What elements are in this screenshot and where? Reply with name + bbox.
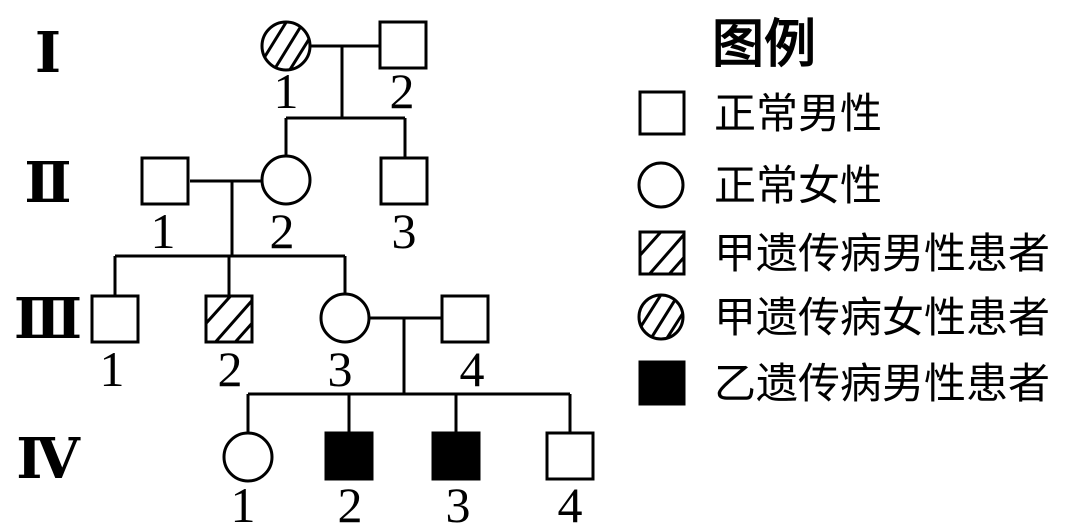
- generation-label-4: Ⅳ: [16, 429, 81, 491]
- individual-number-IV-2: 2: [338, 477, 363, 530]
- individual-number-II-2: 2: [270, 203, 295, 259]
- individual-II-2: [260, 154, 312, 206]
- legend-disease-a-female-icon: [637, 293, 685, 341]
- individual-number-IV-3: 3: [446, 477, 471, 530]
- legend-normal-male-icon: [638, 90, 686, 136]
- legend-disease-a-male-icon: [638, 230, 686, 276]
- legend-label-disease-b-male: 乙遗传病男性患者: [714, 359, 1050, 408]
- legend: 正常男性 正常女性 甲遗传病男性患者 甲遗传病女性患者 乙遗传病男性患者: [637, 89, 1050, 408]
- individual-III-3: [319, 292, 371, 344]
- individual-number-III-2: 2: [218, 341, 243, 397]
- legend-disease-b-male-icon: [638, 360, 686, 406]
- individual-number-I-2: 2: [390, 63, 415, 119]
- individual-IV-1: [222, 431, 274, 483]
- individual-II-1: [140, 156, 190, 206]
- pedigree-lines: [113, 44, 572, 434]
- legend-label-normal-male: 正常男性: [714, 89, 882, 138]
- individual-I-1: [260, 20, 312, 72]
- individual-III-4: [440, 294, 490, 344]
- individual-number-III-1: 1: [100, 341, 125, 397]
- individual-number-II-3: 3: [392, 203, 417, 259]
- legend-label-disease-a-male: 甲遗传病男性患者: [714, 229, 1050, 278]
- generation-label-1: Ⅰ: [35, 23, 61, 85]
- individual-III-2: [204, 294, 254, 344]
- individual-II-3: [379, 156, 429, 206]
- individual-III-1: [90, 294, 140, 344]
- individual-IV-2: [324, 431, 374, 481]
- individual-IV-4: [545, 431, 595, 481]
- individual-number-III-4: 4: [460, 341, 485, 397]
- individual-IV-3: [431, 431, 481, 481]
- legend-normal-female-icon: [637, 161, 685, 209]
- individual-number-IV-4: 4: [558, 477, 583, 530]
- individual-number-I-1: 1: [274, 63, 299, 119]
- individual-number-III-3: 3: [328, 341, 353, 397]
- individual-number-IV-1: 1: [231, 477, 256, 530]
- generation-label-2: Ⅱ: [24, 153, 71, 215]
- individual-number-II-1: 1: [151, 203, 176, 259]
- legend-title: 图例: [712, 15, 817, 75]
- legend-label-normal-female: 正常女性: [714, 161, 882, 210]
- individual-I-2: [378, 20, 428, 70]
- generation-label-3: Ⅲ: [14, 289, 82, 351]
- legend-label-disease-a-female: 甲遗传病女性患者: [714, 293, 1050, 342]
